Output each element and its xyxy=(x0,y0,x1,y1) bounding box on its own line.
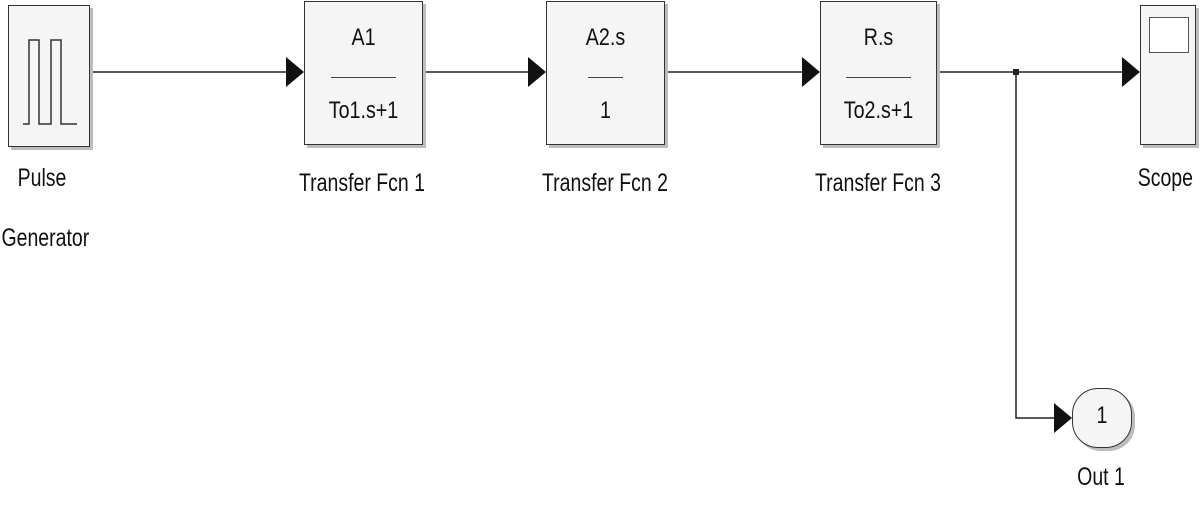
transfer-fcn-1-denominator: To1.s+1 xyxy=(328,97,399,124)
input-arrow-tf3 xyxy=(802,57,820,87)
scope-block[interactable] xyxy=(1140,5,1196,145)
input-arrow-tf1 xyxy=(286,57,304,87)
pulse-wave-icon xyxy=(23,39,77,125)
transfer-fcn-3-numerator: R.s xyxy=(863,24,894,51)
transfer-fcn-2-fraction-bar xyxy=(587,77,624,78)
transfer-fcn-3-denominator: To2.s+1 xyxy=(843,97,914,124)
transfer-fcn-1-block[interactable]: A1 To1.s+1 xyxy=(304,1,423,145)
transfer-fcn-3-fraction-bar xyxy=(846,77,911,78)
transfer-fcn-2-label: Transfer Fcn 2 xyxy=(541,169,669,197)
transfer-fcn-1-label: Transfer Fcn 1 xyxy=(298,169,426,197)
input-arrow-out xyxy=(1054,403,1072,433)
branch-point xyxy=(1013,69,1019,75)
transfer-fcn-2-denominator: 1 xyxy=(600,97,611,124)
transfer-fcn-1-numerator: A1 xyxy=(351,24,376,51)
scope-screen-icon xyxy=(1149,17,1189,53)
transfer-fcn-1-fraction-bar xyxy=(330,77,397,78)
outport-1-label: Out 1 xyxy=(1077,463,1125,491)
input-arrow-scope xyxy=(1122,57,1140,87)
pulse-generator-block[interactable] xyxy=(8,5,90,147)
scope-label: Scope xyxy=(1137,164,1193,192)
transfer-fcn-3-label: Transfer Fcn 3 xyxy=(814,169,942,197)
transfer-fcn-3-block[interactable]: R.s To2.s+1 xyxy=(820,1,937,145)
transfer-fcn-2-numerator: A2.s xyxy=(585,24,626,51)
signal-branch-to-out xyxy=(1015,72,1054,419)
pulse-generator-label-line1: Pulse xyxy=(17,164,67,192)
input-arrow-tf2 xyxy=(528,57,546,87)
outport-1-number: 1 xyxy=(1096,402,1108,429)
pulse-generator-label-line2: Generator xyxy=(1,224,90,252)
outport-1-block[interactable]: 1 xyxy=(1072,388,1132,448)
transfer-fcn-2-block[interactable]: A2.s 1 xyxy=(546,1,665,145)
